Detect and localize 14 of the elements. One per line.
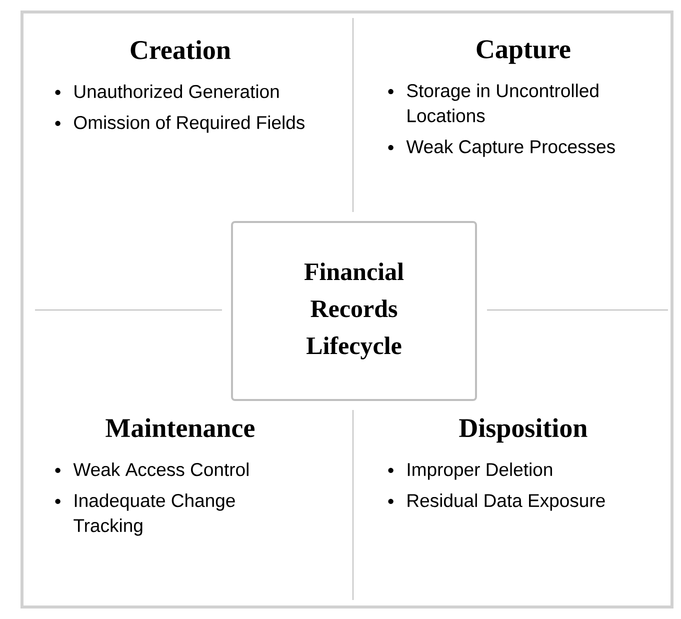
bullet-text: Storage in Uncontrolled Locations [407,84,598,122]
bullet-text: Weak Capture Processes [406,140,615,157]
bullet-text: Weak Access Control [73,462,248,476]
bullet-text: Improper Deletion [408,462,552,480]
bullet-text: Unauthorized Generation [74,84,279,98]
heading: Creation [130,40,231,60]
bullet-text: Inadequate Change Tracking [74,494,235,536]
bullet-text: Residual Data Exposure [408,494,605,511]
heading: Disposition [459,418,588,443]
heading: Capture [476,40,570,64]
heading: Maintenance [106,418,254,438]
bullet-text: Omission of Required Fields [74,116,304,133]
center-box [231,221,477,401]
center-title: Financial Records Lifecycle [304,262,404,360]
